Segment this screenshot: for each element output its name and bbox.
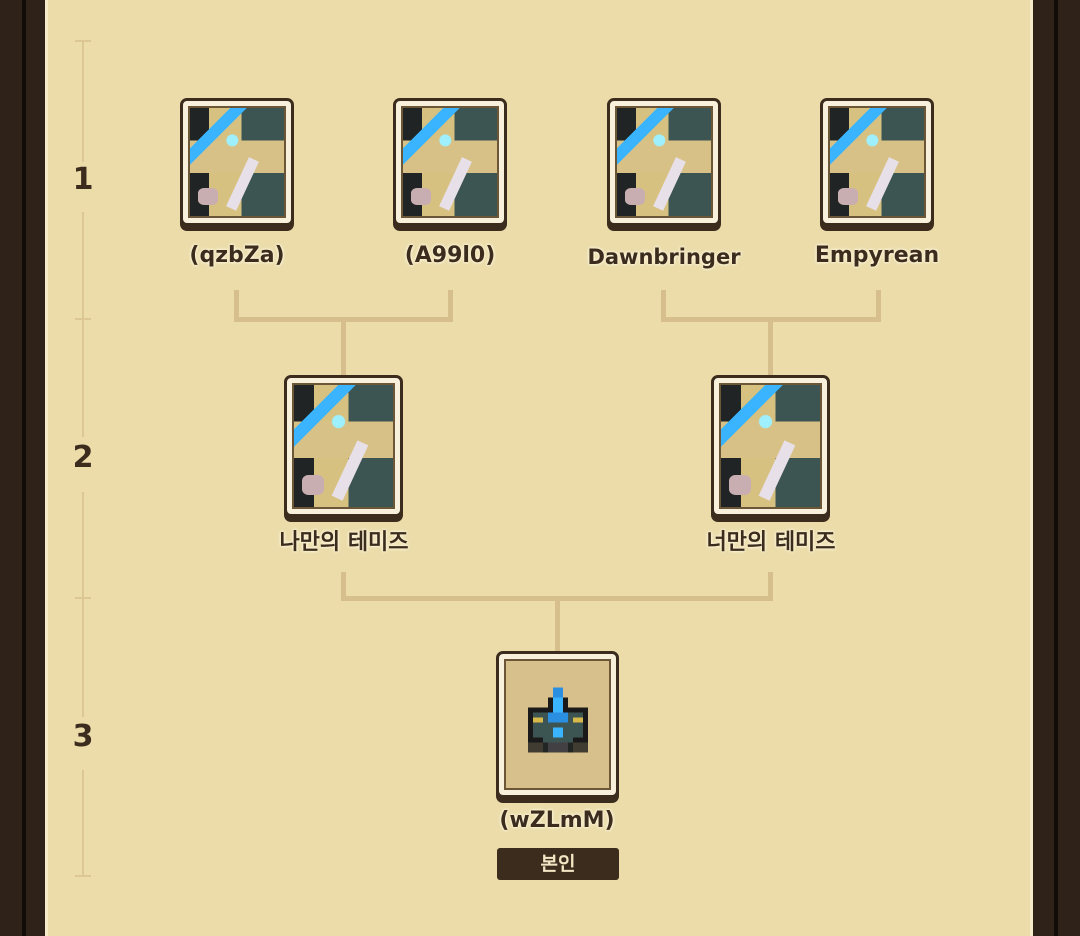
character-portrait [828,106,926,218]
ancestor-name: Empyrean [814,243,940,268]
character-portrait [292,383,395,509]
connector [768,572,773,600]
connector [876,290,881,322]
timeline-line [82,40,84,162]
parent-name: 나만의 테미즈 [279,530,409,555]
self-name: (wZLmM) [499,808,615,833]
character-portrait [719,383,822,509]
ancestor-name: (qzbZa) [189,243,285,268]
ancestor-card[interactable] [180,98,294,226]
self-card[interactable] [496,651,619,798]
timeline-tick [75,875,91,877]
character-portrait [188,106,286,218]
ship-icon [527,687,588,752]
ancestor-card[interactable] [393,98,507,226]
connector [234,290,239,322]
timeline-line [82,492,84,717]
connector [768,317,773,375]
parent-card[interactable] [711,375,830,517]
timeline-line [82,212,84,437]
ancestor-card[interactable] [607,98,721,226]
ancestor-name: Dawnbringer [587,245,741,269]
frame-edge-left [22,0,26,936]
ancestor-name: (A99l0) [404,243,496,268]
self-badge: 본인 [497,848,619,880]
connector [661,290,666,322]
connector [341,572,346,600]
ship-portrait [504,659,611,790]
character-portrait [401,106,499,218]
connector [341,317,346,375]
timeline-tick [75,318,91,320]
connector [555,596,560,652]
timeline-line [82,770,84,876]
parent-card[interactable] [284,375,403,517]
level-label: 1 [72,162,94,197]
character-portrait [615,106,713,218]
frame-edge-right [1054,0,1058,936]
parent-name: 너만의 테미즈 [706,530,836,555]
connector [448,290,453,322]
level-label: 2 [72,440,94,475]
timeline-tick [75,597,91,599]
timeline-tick [75,40,91,42]
level-label: 3 [72,719,94,754]
ancestor-card[interactable] [820,98,934,226]
